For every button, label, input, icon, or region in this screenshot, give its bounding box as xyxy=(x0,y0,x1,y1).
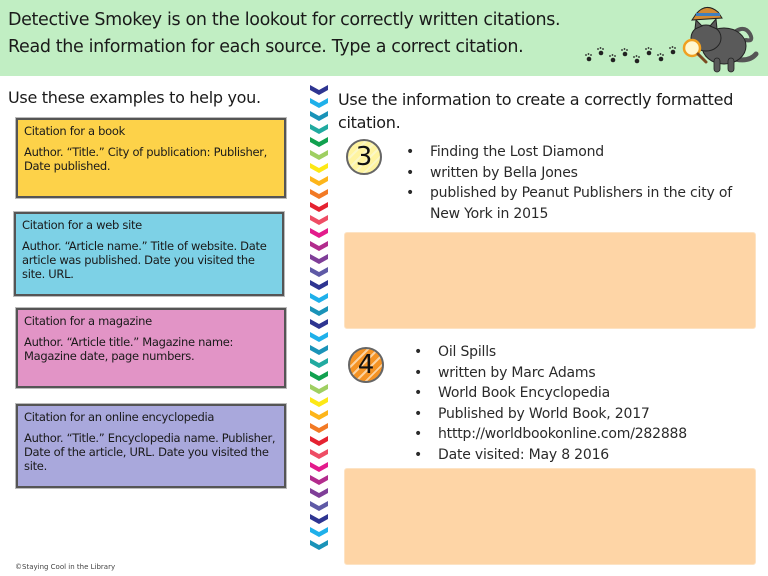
number-3-badge: 3 xyxy=(346,139,382,175)
detective-cat-icon xyxy=(585,7,759,73)
chevron-down-icon xyxy=(310,384,328,394)
chevron-down-icon xyxy=(310,137,328,147)
chevron-down-icon xyxy=(310,371,328,381)
chevron-down-icon xyxy=(310,540,328,550)
card-body: Author. “Article title.” Magazine name: … xyxy=(24,335,234,363)
chevron-down-icon xyxy=(310,306,328,316)
paw-prints-icon xyxy=(585,46,676,64)
instruction-line-1: Detective Smokey is on the lookout for c… xyxy=(8,10,561,30)
citation-answer-box-3[interactable] xyxy=(344,232,756,329)
chevron-down-icon xyxy=(310,111,328,121)
website-citation-example: Citation for a web site Author. “Article… xyxy=(14,212,284,296)
source-4-facts: Oil Spills written by Marc Adams World B… xyxy=(414,342,754,465)
examples-heading: Use these examples to help you. xyxy=(8,88,261,107)
fact-item: written by Bella Jones xyxy=(406,163,746,184)
card-body: Author. “Title.” Encyclopedia name. Publ… xyxy=(24,431,276,473)
badge-number: 3 xyxy=(355,142,373,172)
task-heading: Use the information to create a correctl… xyxy=(338,90,734,132)
chevron-down-icon xyxy=(310,189,328,199)
fact-item: Published by World Book, 2017 xyxy=(414,404,754,425)
chevron-down-icon xyxy=(310,527,328,537)
number-4-badge: 4 xyxy=(348,347,384,383)
card-body: Author. “Article name.” Title of website… xyxy=(22,239,267,281)
encyclopedia-citation-example: Citation for an online encyclopedia Auth… xyxy=(16,404,286,488)
chevron-down-icon xyxy=(310,449,328,459)
fact-item: Date visited: May 8 2016 xyxy=(414,445,754,466)
chevron-down-icon xyxy=(310,358,328,368)
chevron-down-icon xyxy=(310,462,328,472)
citation-answer-box-4[interactable] xyxy=(344,468,756,565)
rainbow-chevron-divider xyxy=(309,84,329,552)
fact-item: published by Peanut Publishers in the ci… xyxy=(406,183,746,224)
chevron-down-icon xyxy=(310,436,328,446)
chevron-down-icon xyxy=(310,397,328,407)
card-body: Author. “Title.” City of publication: Pu… xyxy=(24,145,268,173)
badge-number: 4 xyxy=(357,350,375,380)
chevron-down-icon xyxy=(310,293,328,303)
instruction-line-2: Read the information for each source. Ty… xyxy=(8,37,524,57)
chevron-down-icon xyxy=(310,150,328,160)
magazine-citation-example: Citation for a magazine Author. “Article… xyxy=(16,308,286,388)
chevron-down-icon xyxy=(310,176,328,186)
chevron-down-icon xyxy=(310,163,328,173)
card-title: Citation for a magazine xyxy=(24,314,152,328)
chevron-down-icon xyxy=(310,254,328,264)
chevron-down-icon xyxy=(310,228,328,238)
chevron-down-icon xyxy=(310,98,328,108)
chevron-down-icon xyxy=(310,202,328,212)
card-title: Citation for a web site xyxy=(22,218,142,232)
fact-item: Finding the Lost Diamond xyxy=(406,142,746,163)
chevron-down-icon xyxy=(310,85,328,95)
chevron-down-icon xyxy=(310,514,328,524)
fact-item: World Book Encyclopedia xyxy=(414,383,754,404)
chevron-down-icon xyxy=(310,280,328,290)
chevron-down-icon xyxy=(310,215,328,225)
chevron-down-icon xyxy=(310,345,328,355)
copyright-footer: ©Staying Cool in the Library xyxy=(15,563,116,571)
chevron-down-icon xyxy=(310,267,328,277)
fact-item: htttp://worldbookonline.com/282888 xyxy=(414,424,754,445)
card-title: Citation for an online encyclopedia xyxy=(24,410,215,424)
chevron-down-icon xyxy=(310,423,328,433)
chevron-down-icon xyxy=(310,124,328,134)
chevron-down-icon xyxy=(310,410,328,420)
chevron-down-icon xyxy=(310,319,328,329)
chevron-down-icon xyxy=(310,241,328,251)
chevron-down-icon xyxy=(310,332,328,342)
fact-item: Oil Spills xyxy=(414,342,754,363)
book-citation-example: Citation for a book Author. “Title.” Cit… xyxy=(16,118,286,198)
chevron-down-icon xyxy=(310,475,328,485)
source-3-facts: Finding the Lost Diamond written by Bell… xyxy=(406,142,746,224)
instruction-banner: Detective Smokey is on the lookout for c… xyxy=(0,0,768,76)
chevron-down-icon xyxy=(310,501,328,511)
chevron-down-icon xyxy=(310,488,328,498)
fact-item: written by Marc Adams xyxy=(414,363,754,384)
card-title: Citation for a book xyxy=(24,124,125,138)
